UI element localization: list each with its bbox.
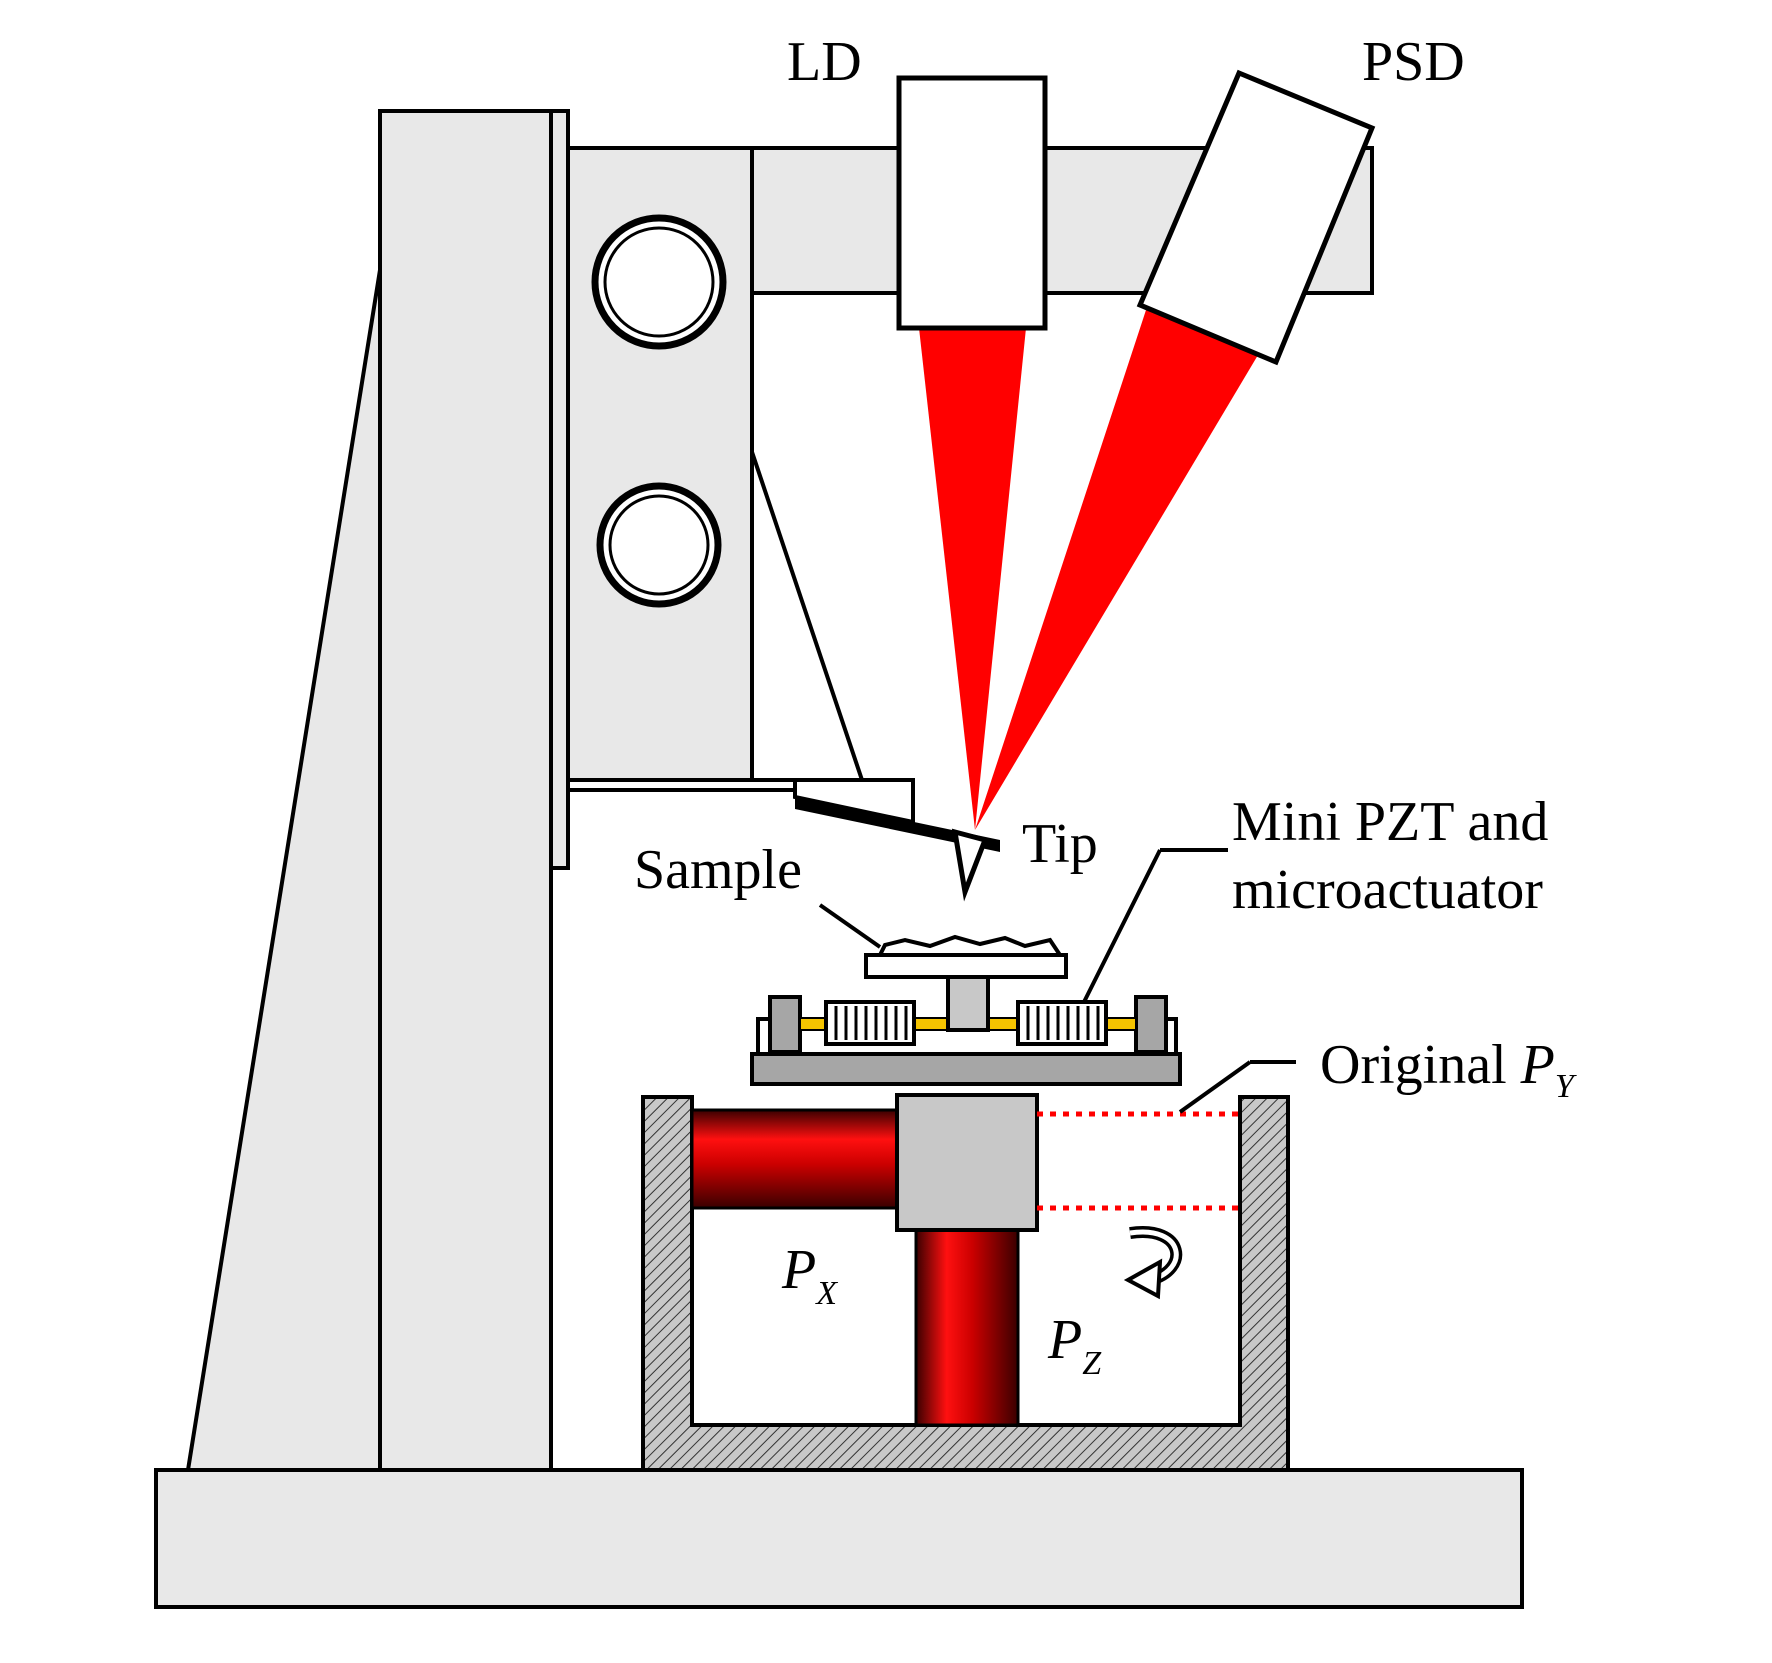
piezo-px [690,1108,899,1210]
original-py-label: Original PY [1320,1034,1577,1105]
pzt-leader [1082,849,1162,1003]
piezo-pz [914,1228,1020,1427]
base-plate [154,1468,1524,1609]
pzt-end-block-right [1134,995,1168,1054]
px-label: PX [781,1239,838,1312]
psd-label: PSD [1362,31,1465,93]
pzt-center-post [946,975,990,1032]
pzt-end-block-left [768,995,802,1054]
pzt-actuator-left [824,1000,916,1046]
position-sensitive-detector [1136,69,1376,366]
laser-diode [896,75,1048,331]
adjust-knob-lower [596,482,722,608]
sample-plate [864,953,1068,979]
adjust-knob-upper [591,214,727,350]
rotation-arrow-icon [1123,1226,1183,1300]
pzt-label-line2: microactuator [1232,859,1543,921]
sample-leader [818,903,882,949]
ld-label: LD [787,31,862,93]
pz-label: PZ [1047,1309,1102,1382]
pzt-base-plate [750,1052,1182,1086]
afm-tip [951,828,989,902]
slanted-support [185,269,382,1472]
vertical-column [378,109,553,1472]
incident-laser-beam [919,328,1026,830]
pzt-label-line1: Mini PZT and [1232,791,1548,853]
reflected-laser-beam [975,310,1258,830]
sample-label: Sample [634,839,802,901]
tip-label: Tip [1022,813,1098,875]
cantilever [795,797,1000,852]
original-py-leader [1178,1060,1252,1114]
column-plate [549,109,570,870]
sample [876,934,1064,957]
pzt-actuator-right [1016,1000,1108,1046]
piezo-center-block [895,1093,1039,1232]
